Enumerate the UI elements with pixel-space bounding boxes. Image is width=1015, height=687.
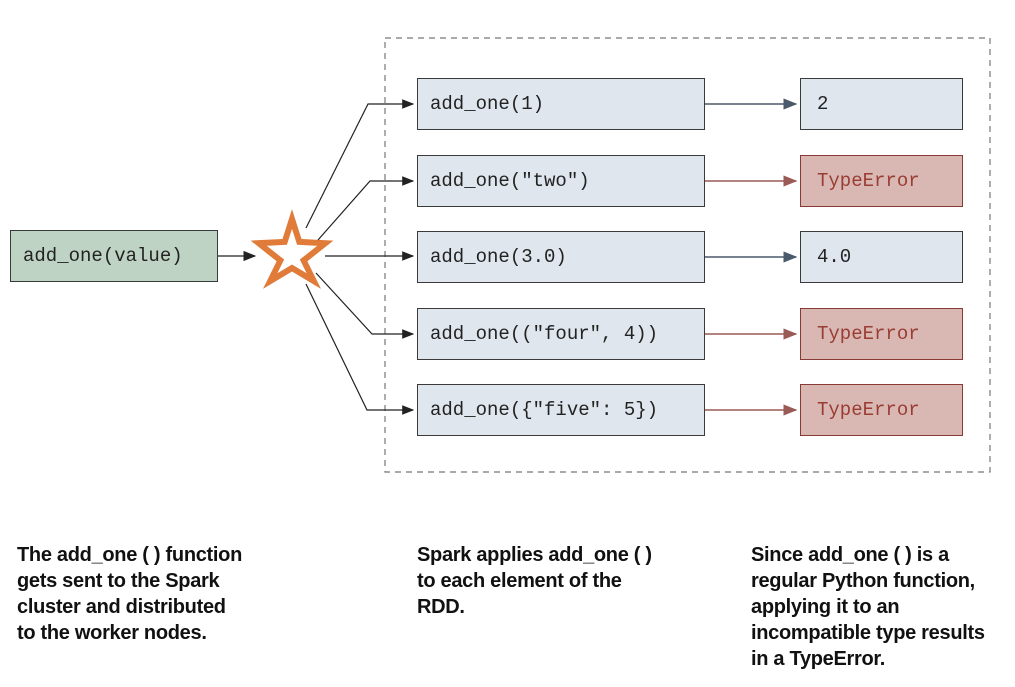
result-value: 2 [817, 93, 829, 115]
result-box-4: TypeError [800, 308, 963, 360]
caption-line: incompatible type results [751, 622, 985, 644]
star-icon [250, 209, 334, 289]
call-box-5: add_one({"five": 5}) [417, 384, 705, 436]
caption-line: to the worker nodes. [17, 622, 207, 644]
call-label: add_one(("four", 4)) [430, 323, 659, 345]
caption-line: The add_one ( ) function [17, 544, 243, 566]
caption-line: applying it to an [751, 596, 900, 618]
caption-right: Since add_one ( ) is a regular Python fu… [751, 542, 985, 672]
fanout-arrow-5 [305, 283, 415, 415]
result-error: TypeError [817, 323, 920, 345]
call-box-1: add_one(1) [417, 78, 705, 130]
result-value: 4.0 [817, 246, 852, 268]
result-box-3: 4.0 [800, 231, 963, 283]
call-box-3: add_one(3.0) [417, 231, 705, 283]
caption-line: regular Python function, [751, 570, 975, 592]
caption-middle: Spark applies add_one ( ) to each elemen… [417, 542, 652, 620]
call-box-2: add_one("two") [417, 155, 705, 207]
caption-line: cluster and distributed [17, 596, 226, 618]
caption-line: RDD. [417, 596, 465, 618]
caption-left: The add_one ( ) function gets sent to th… [17, 542, 242, 646]
caption-line: in a TypeError. [751, 648, 886, 670]
caption-line: to each element of the [417, 570, 622, 592]
call-box-4: add_one(("four", 4)) [417, 308, 705, 360]
fanout-arrow-2 [317, 176, 415, 241]
caption-line: gets sent to the Spark [17, 570, 220, 592]
result-box-1: 2 [800, 78, 963, 130]
source-function-label: add_one(value) [23, 245, 183, 267]
result-box-2: TypeError [800, 155, 963, 207]
source-function-box: add_one(value) [10, 230, 218, 282]
result-box-5: TypeError [800, 384, 963, 436]
call-label: add_one(1) [430, 93, 545, 115]
call-label: add_one(3.0) [430, 246, 567, 268]
spark-cluster-boundary [384, 37, 991, 473]
caption-line: Spark applies add_one ( ) [417, 544, 652, 566]
result-error: TypeError [817, 170, 920, 192]
caption-line: Since add_one ( ) is a [751, 544, 949, 566]
result-error: TypeError [817, 399, 920, 421]
call-label: add_one({"five": 5}) [430, 399, 659, 421]
fanout-arrow-4 [315, 272, 415, 339]
fanout-arrow-1 [305, 99, 415, 229]
call-label: add_one("two") [430, 170, 590, 192]
